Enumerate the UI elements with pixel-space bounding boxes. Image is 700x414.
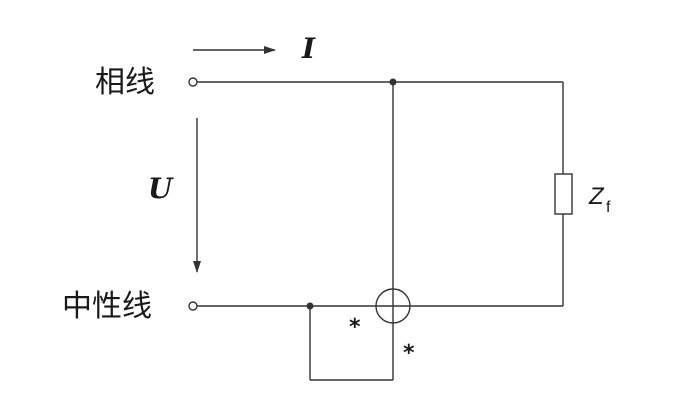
voltage-label: U [148,172,174,205]
phase-terminal [188,77,198,87]
neutral-line-label: 中性线 [62,289,152,324]
phase-line-label: 相线 [95,65,155,100]
polarity-mark-left: * [349,315,361,340]
impedance-label: Z [588,183,605,210]
current-label: I [301,32,316,65]
polarity-mark-right: * [403,341,415,366]
neutral-terminal [188,301,198,311]
impedance-subscript: f [606,199,611,216]
impedance-box [554,173,573,215]
